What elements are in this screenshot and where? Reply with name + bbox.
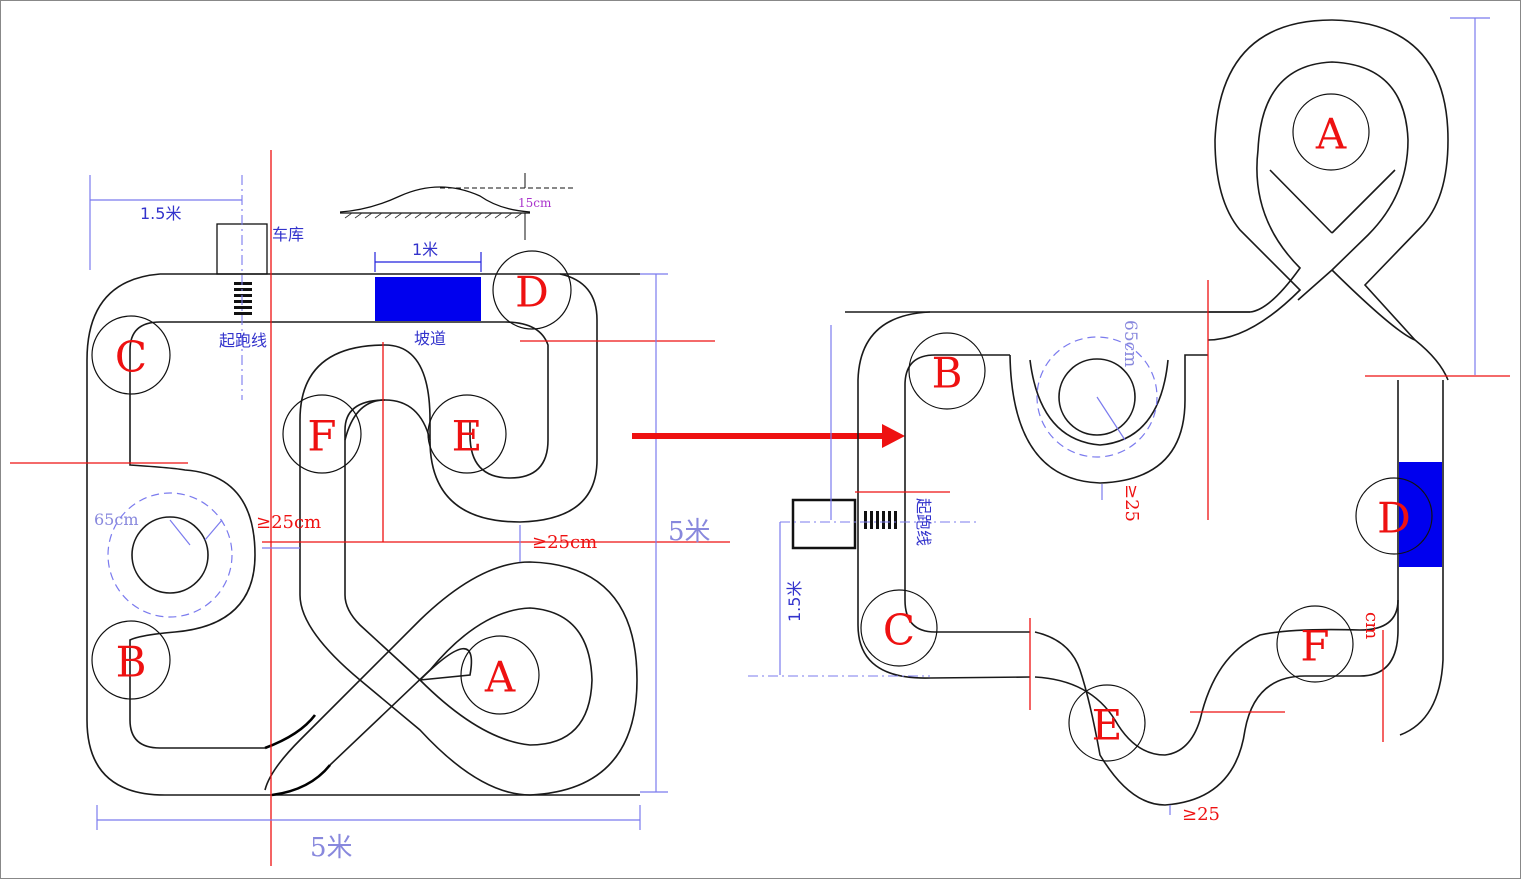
- left-marker-circle-b: [91, 620, 171, 700]
- ramp-ground-hatch: [344, 212, 523, 219]
- label-height-total: 5米: [668, 517, 711, 547]
- left-marker-circle-c: [91, 315, 171, 395]
- right-garage-box: [791, 498, 857, 550]
- left-marker-e: E: [452, 412, 483, 461]
- right-marker-d: D: [1377, 494, 1411, 543]
- left-radius-dashed-circle: [107, 492, 233, 618]
- right-track-wave-top: [1034, 599, 1399, 756]
- label-ramp: 坡道: [414, 329, 446, 348]
- right-track-a-drop: [1269, 169, 1396, 234]
- right-label-radius: 65cm: [1120, 320, 1140, 367]
- left-marker-a: A: [484, 653, 516, 702]
- left-marker-circle-e: [427, 394, 507, 474]
- left-marker-circle-d: [492, 250, 572, 330]
- right-marker-c: C: [883, 606, 915, 655]
- right-track-a-inner: [1208, 61, 1416, 341]
- right-track-right-inner: [1305, 380, 1399, 677]
- left-track-fe-hump: [299, 344, 431, 595]
- left-track-a-outer: [264, 561, 638, 796]
- label-gap-right: ≥25cm: [532, 532, 597, 553]
- label-top-width: 1.5米: [140, 204, 181, 223]
- transform-arrow: [632, 424, 905, 448]
- right-label-dim-left: 1.5米: [785, 581, 804, 622]
- right-marker-circle-b: [908, 332, 986, 410]
- right-label-gap-small: ≥25: [1121, 484, 1142, 522]
- right-track-b-lane: [1009, 354, 1208, 484]
- ramp-block: [375, 277, 481, 321]
- right-track-right-outer: [1399, 380, 1444, 736]
- label-radius: 65cm: [94, 510, 139, 529]
- left-radius-center-circle: [131, 516, 209, 594]
- right-start-line-stripes: [864, 511, 897, 529]
- right-marker-a: A: [1315, 110, 1347, 159]
- left-track-a-center: [419, 647, 473, 681]
- left-marker-c: C: [115, 333, 147, 382]
- right-track-wave-outer: [1034, 631, 1306, 806]
- left-track-inner-left: [129, 395, 265, 749]
- label-ramp-height: 15cm: [518, 196, 552, 210]
- right-label-start-line: 起跑线: [914, 498, 933, 546]
- left-marker-b: B: [116, 638, 147, 687]
- label-gap-left: ≥25cm: [256, 512, 321, 533]
- left-radius-arrow: [169, 519, 191, 546]
- right-radius-arrow: [1096, 396, 1126, 441]
- left-marker-d: D: [515, 268, 549, 317]
- ramp-profile: [339, 186, 531, 213]
- right-track-a-outer: [1207, 19, 1449, 381]
- right-marker-circle-c: [860, 589, 938, 667]
- left-marker-f: F: [307, 412, 336, 461]
- label-start-line: 起跑线: [219, 331, 267, 350]
- right-radius-center-circle: [1058, 358, 1136, 436]
- right-marker-circle-f: [1276, 605, 1354, 683]
- label-width-total: 5米: [310, 833, 353, 863]
- label-ramp-width: 1米: [412, 240, 438, 259]
- right-marker-b: B: [932, 349, 963, 398]
- left-track-d-outer: [429, 273, 598, 523]
- right-map: A B C D E F 65cm 起跑线 1.5米 ≥25 ≥25 cm: [748, 17, 1510, 825]
- left-map: C D F E B A 1.5米 车库 1米 15cm 起跑线 坡道 65cm …: [10, 150, 730, 866]
- right-track-b-inner: [1029, 359, 1169, 446]
- right-marker-circle-e: [1068, 684, 1146, 762]
- right-marker-circle-d: [1355, 477, 1433, 555]
- right-label-small-cm: cm: [1361, 612, 1382, 639]
- start-line-stripes: [234, 282, 252, 315]
- left-marker-circle-f: [282, 394, 362, 474]
- label-garage: 车库: [272, 225, 304, 244]
- left-track-curve-accent-2: [271, 764, 332, 797]
- left-marker-circle-a: [460, 635, 540, 715]
- left-track-d-loop: [469, 321, 549, 479]
- right-radius-dashed-circle: [1036, 336, 1158, 458]
- right-track-left-inner: [904, 354, 1030, 633]
- right-track-left-outer: [857, 311, 931, 679]
- right-marker-f: F: [1300, 622, 1329, 671]
- right-marker-circle-a: [1292, 93, 1370, 171]
- right-marker-e: E: [1092, 701, 1123, 750]
- left-track-inner-top: [129, 321, 505, 395]
- left-track-fe-mid: [344, 399, 386, 441]
- right-track-wave-left: [929, 676, 1031, 679]
- left-radius-arrow-2: [204, 519, 223, 541]
- right-label-gap-bottom: ≥25: [1182, 804, 1220, 825]
- left-track-fe-inner: [344, 399, 431, 595]
